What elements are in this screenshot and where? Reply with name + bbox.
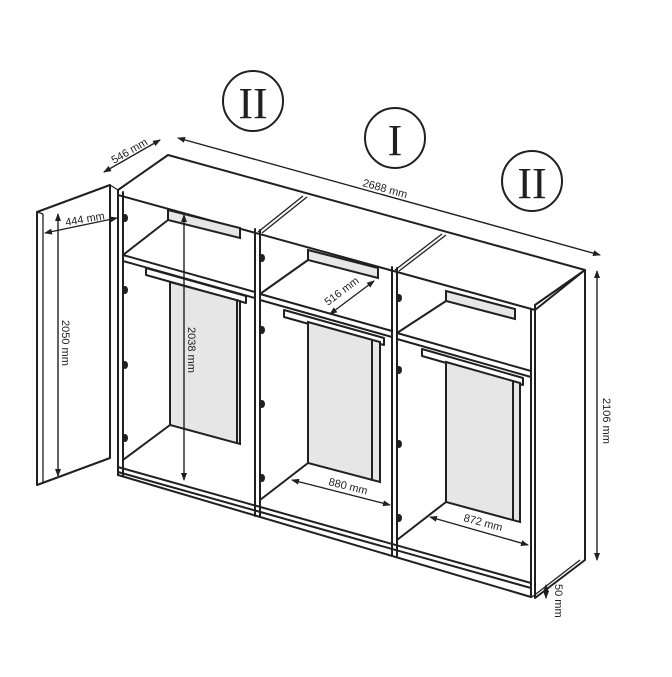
dimension-total-height: 2106 mm [594, 270, 612, 561]
svg-text:II: II [517, 159, 546, 208]
svg-text:I: I [388, 116, 403, 165]
svg-text:2106 mm: 2106 mm [600, 398, 612, 444]
svg-text:2050 mm: 2050 mm [59, 320, 71, 366]
dimension-shelf-depth: 516 mm [323, 275, 375, 315]
section-marker-middle: I [364, 107, 426, 169]
section-marker-right: II [501, 150, 563, 212]
dimension-interior-height: 2038 mm [181, 214, 197, 481]
dimension-door-height: 2050 mm [55, 213, 71, 477]
wardrobe-body [117, 154, 586, 599]
svg-text:516 mm: 516 mm [323, 275, 362, 309]
section-marker-left: II [222, 70, 284, 132]
svg-text:2688 mm: 2688 mm [361, 177, 408, 201]
svg-text:2038 mm: 2038 mm [185, 327, 197, 373]
svg-text:546 mm: 546 mm [110, 136, 150, 166]
svg-text:50 mm: 50 mm [552, 584, 564, 618]
open-door [36, 184, 119, 486]
dimension-plinth-height: 50 mm [531, 559, 581, 618]
svg-text:II: II [238, 79, 267, 128]
